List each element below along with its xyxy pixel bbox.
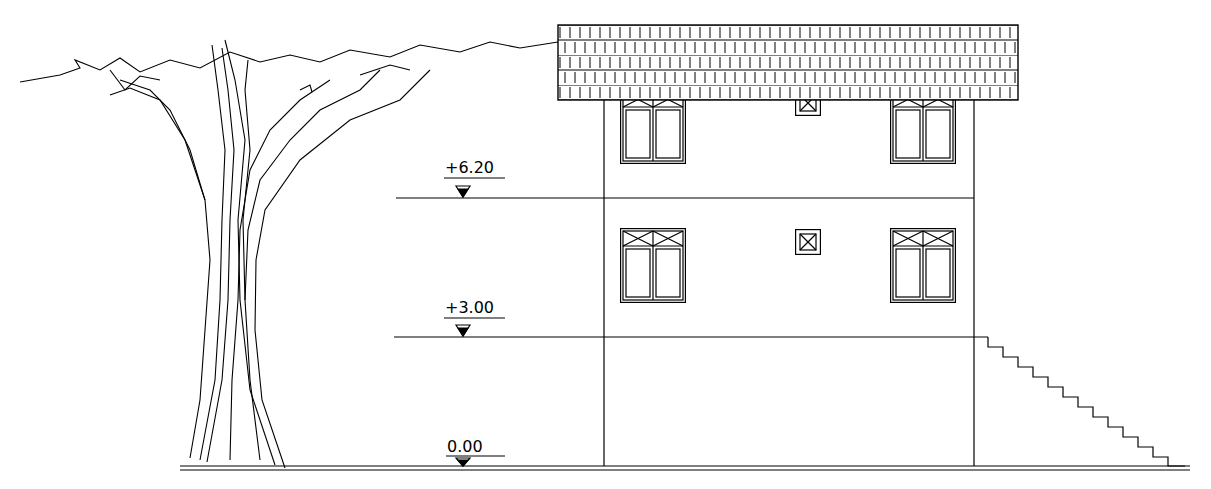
- building-walls: [604, 100, 974, 466]
- ground-line: [180, 466, 1190, 470]
- roof: [558, 25, 1018, 100]
- level-label: 0.00: [446, 439, 484, 455]
- level-label: +6.20: [444, 160, 495, 176]
- level-label: +3.00: [444, 300, 495, 316]
- level-lines: [394, 198, 988, 337]
- level-markers: [444, 178, 505, 466]
- tree: [20, 40, 558, 468]
- windows: [621, 90, 956, 303]
- stairs: [988, 337, 1185, 466]
